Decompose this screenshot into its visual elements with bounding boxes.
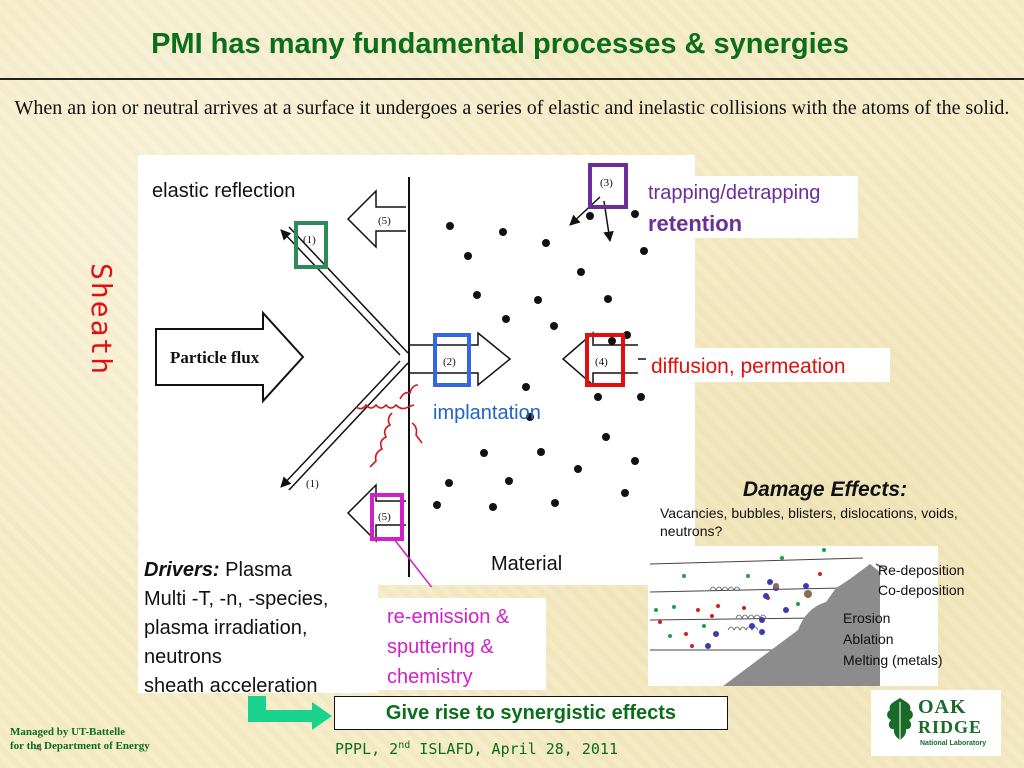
synergy-callout: Give rise to synergistic effects — [334, 696, 728, 730]
marker-box-3 — [588, 163, 628, 209]
sputter-arrow-upper: (5) — [346, 189, 406, 249]
reemission-box — [378, 598, 546, 690]
marker-1-upper: (1) — [303, 234, 316, 246]
footer-before: PPPL, 2 — [335, 740, 399, 758]
drivers-line-2: plasma irradiation, — [144, 617, 308, 639]
managed-line-2: for the Department of Energy — [10, 740, 150, 752]
slide-title: PMI has many fundamental processes & syn… — [151, 28, 849, 60]
erosion-text: Erosion Ablation Melting (metals) — [843, 608, 943, 671]
material-label: Material — [491, 553, 563, 575]
diffusion-label-box — [646, 348, 890, 382]
damage-effects-title: Damage Effects: — [742, 478, 908, 501]
drivers-plasma: Plasma — [225, 559, 292, 581]
inset-particles — [654, 548, 826, 649]
inset-wall-surface — [723, 564, 880, 686]
diffusion-label: diffusion, permeation — [651, 355, 846, 378]
melting-label: Melting (metals) — [843, 652, 943, 668]
logo-oak-text: OAK — [918, 696, 967, 718]
marker-2: (2) — [443, 356, 456, 368]
managed-by-text: Managed by UT-Battelle for the Departmen… — [10, 725, 150, 753]
redeposition-text: Re-deposition Co-deposition — [878, 560, 964, 600]
implantation-arrow — [410, 331, 512, 387]
footer-sup: nd — [398, 740, 411, 751]
redeposition-label: Re-deposition — [878, 562, 965, 578]
reemission-pointer — [393, 538, 433, 587]
oak-leaf-icon — [887, 698, 913, 740]
reflection-arrows: (1) (1) — [280, 226, 409, 491]
drivers-line-1: Multi -T, -n, -species, — [144, 588, 329, 610]
marker-5-lower: (5) — [378, 511, 391, 523]
footer-after: ISLAFD, April 28, 2011 — [410, 740, 618, 758]
marker-1-lower: (1) — [306, 478, 319, 490]
intro-text: When an ion or neutral arrives at a surf… — [14, 97, 1010, 119]
page-number: 4 — [36, 740, 42, 754]
codeposition-label: Co-deposition — [878, 582, 965, 598]
lattice-atoms — [433, 210, 648, 511]
title-divider — [0, 78, 1024, 80]
inset-redeposit-arrow — [875, 563, 887, 571]
managed-line-1: Managed by UT-Battelle — [10, 726, 126, 738]
implantation-label: implantation — [433, 402, 541, 424]
erosion-label: Erosion — [843, 610, 891, 626]
drivers-heading: Drivers: — [144, 559, 220, 581]
logo-lab-text: National Laboratory — [920, 740, 987, 747]
inset-gyro-orbits — [709, 586, 767, 631]
pmi-process-diagram: Particle flux (1) (1) (5) — [155, 163, 660, 587]
drivers-box — [138, 551, 378, 693]
trapping-label: trapping/detrapping — [648, 182, 821, 204]
ion-trajectory-sketch — [355, 384, 423, 468]
marker-box-4 — [585, 333, 625, 387]
drivers-line-4: sheath acceleration — [144, 675, 318, 697]
svg-text:Sheath: Sheath — [85, 263, 118, 376]
inset-field-lines — [649, 557, 864, 651]
marker-5-upper: (5) — [378, 215, 391, 227]
particle-flux-arrow: Particle flux — [155, 310, 305, 404]
marker-4: (4) — [595, 356, 608, 368]
damage-effects-text: Vacancies, bubbles, blisters, dislocatio… — [660, 505, 958, 539]
elastic-reflection-label: elastic reflection — [152, 180, 296, 202]
reemission-line-1: re-emission & — [387, 606, 510, 628]
particle-flux-label: Particle flux — [170, 348, 260, 367]
trapping-label-box — [643, 176, 858, 238]
retention-label: retention — [648, 211, 743, 236]
marker-3: (3) — [600, 177, 613, 189]
marker-box-5 — [370, 493, 404, 541]
process-marker-boxes — [294, 163, 628, 541]
ablation-label: Ablation — [843, 631, 894, 647]
marker-box-1 — [294, 221, 328, 269]
reemission-line-2: sputtering & — [387, 636, 494, 658]
surface-erosion-inset — [649, 548, 887, 686]
reemission-line-3: chemistry — [387, 666, 473, 688]
sputter-arrow-lower — [346, 483, 406, 543]
drivers-line-3: neutrons — [144, 646, 222, 668]
footer-citation: PPPL, 2nd ISLAFD, April 28, 2011 — [335, 740, 618, 758]
synergy-arrow-icon — [248, 696, 332, 730]
reemission-text: re-emission & sputtering & chemistry — [387, 602, 509, 692]
sheath-label: Sheath — [85, 263, 118, 376]
drivers-text: Drivers: Plasma Multi -T, -n, -species, … — [144, 556, 328, 701]
marker-box-2 — [433, 333, 471, 387]
logo-ridge-text: RIDGE — [918, 717, 983, 737]
